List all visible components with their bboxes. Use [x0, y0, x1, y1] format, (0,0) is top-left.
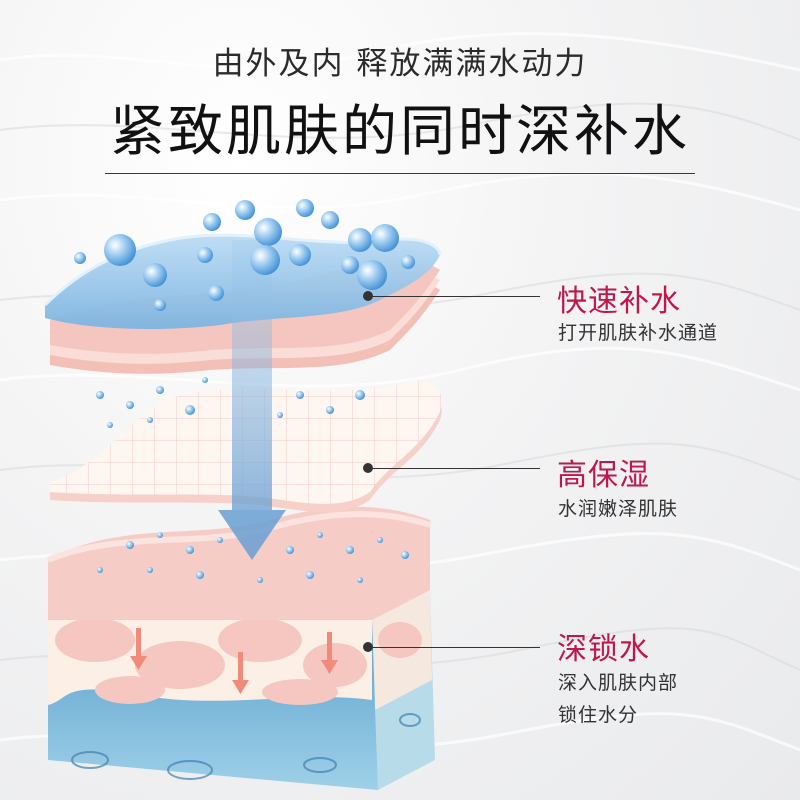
callout-heading-3: 深锁水: [557, 632, 650, 667]
penetration-arrow: [218, 240, 286, 560]
header-subtitle: 由外及内 释放满满水动力: [212, 46, 588, 82]
callout-leader-3: [368, 647, 540, 648]
callout-leader-2: [368, 468, 540, 469]
callout-text-3a: 深入肌肤内部: [558, 672, 679, 694]
page-title: 紧致肌肤的同时深补水: [109, 99, 690, 163]
title-divider: [105, 173, 695, 174]
water-bubble-icon: [74, 199, 415, 583]
callout-heading-1: 快速补水: [557, 284, 681, 319]
down-arrow-icon: [130, 628, 338, 694]
callout-text-3b: 锁住水分: [558, 704, 639, 726]
deep-skin-block: [46, 506, 435, 790]
callout-text-1: 打开肌肤补水通道: [558, 322, 719, 344]
callout-leader-1: [368, 296, 540, 297]
callout-heading-2: 高保湿: [557, 458, 650, 493]
callout-text-2: 水润嫩泽肌肤: [558, 498, 679, 520]
